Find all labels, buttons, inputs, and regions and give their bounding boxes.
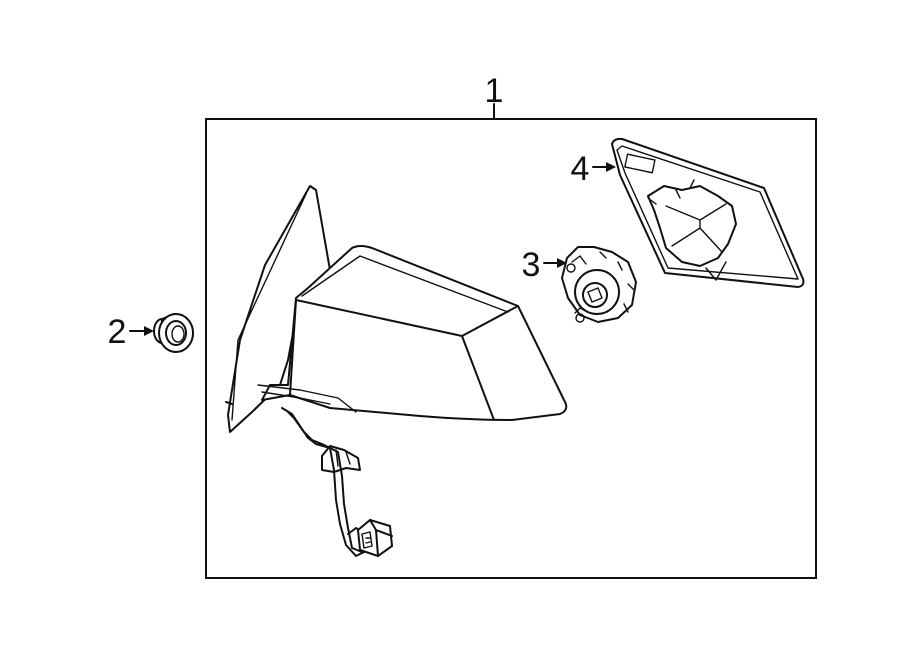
callout-3-label: 3 [522, 246, 541, 284]
assembly-frame [205, 118, 817, 579]
wire-harness-part [281, 407, 369, 557]
callout-3-arrow [543, 258, 567, 268]
callout-4-label: 4 [571, 150, 590, 188]
connector-part [357, 519, 393, 557]
motor-part [561, 246, 637, 323]
callout-4-arrow [592, 162, 616, 172]
mirror-glass-part [611, 137, 805, 288]
callout-2-arrow [129, 326, 154, 336]
callout-1-label: 1 [485, 72, 504, 110]
callout-2-label: 2 [108, 313, 127, 351]
mirror-housing-part [225, 185, 568, 433]
grommet-part [153, 313, 194, 353]
